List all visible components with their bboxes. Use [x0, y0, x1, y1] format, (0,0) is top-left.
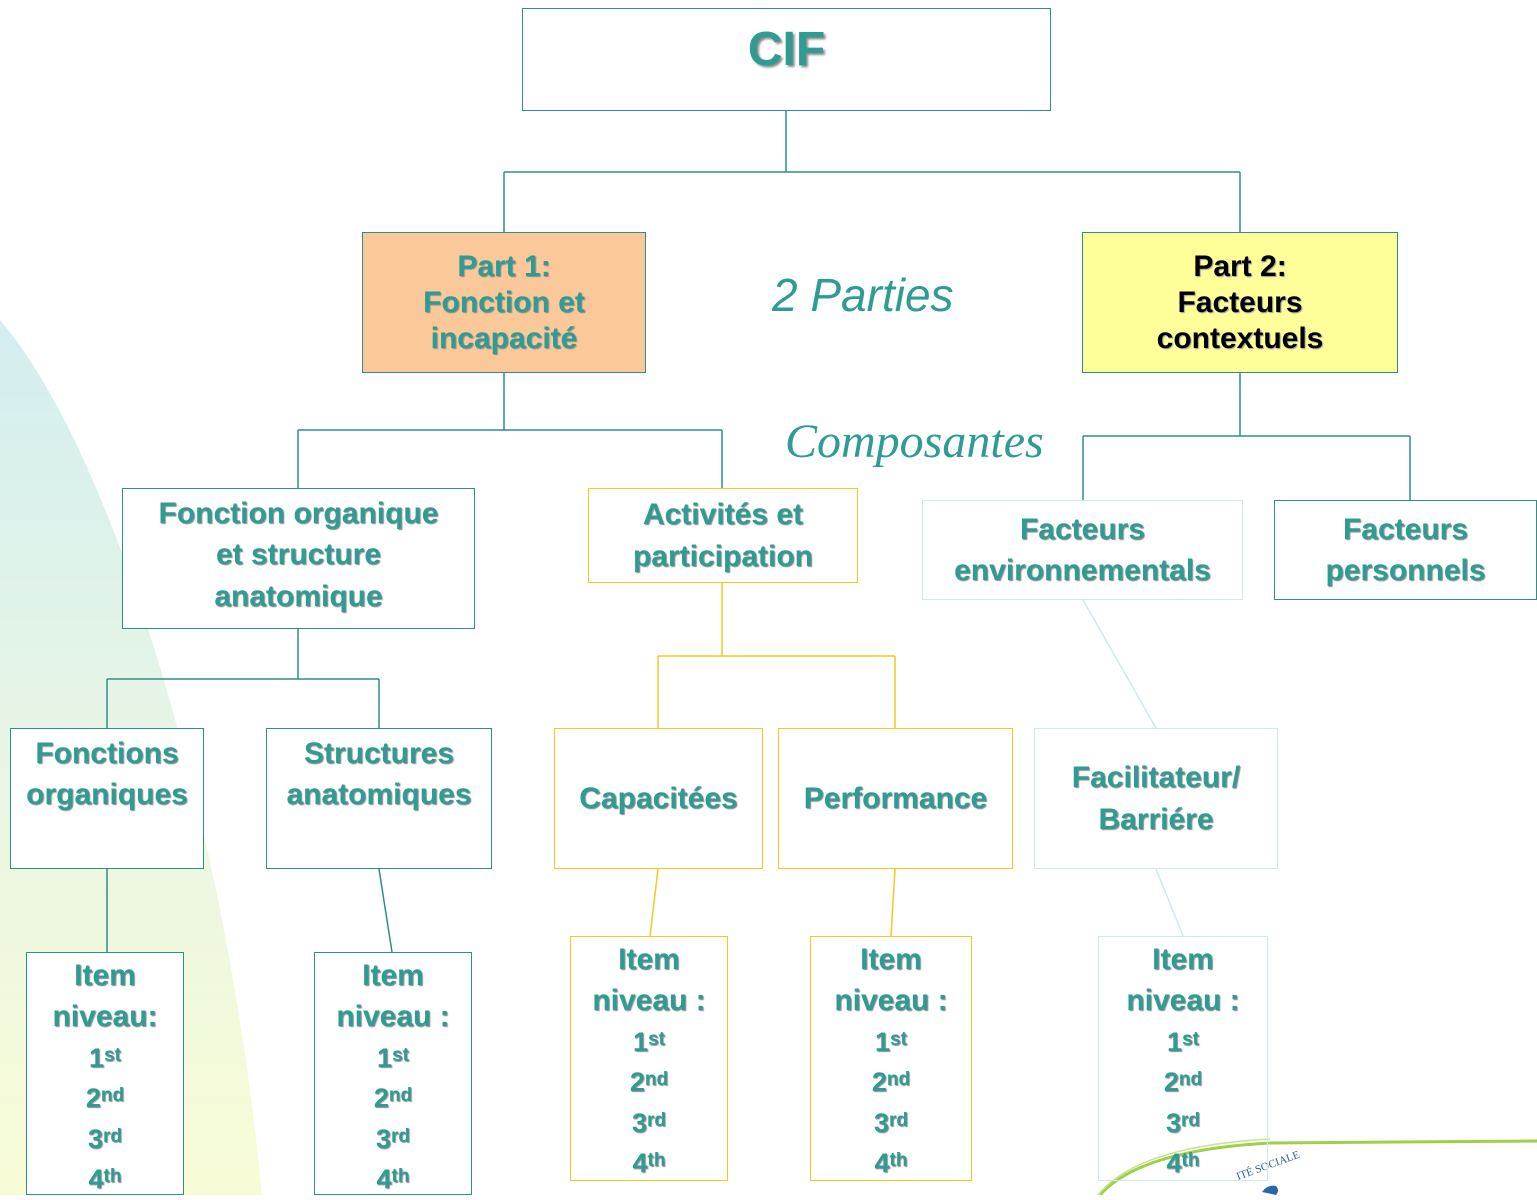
facilitator-level-box: Item niveau : 1st 2nd 3rd 4th	[1098, 936, 1268, 1181]
activities-line2: participation	[632, 539, 813, 573]
facilitator-box: Facilitateur/ Barriére	[1034, 728, 1278, 869]
body-function-line1: Fonction organique	[158, 497, 439, 530]
part1-line2: incapacité	[430, 321, 578, 355]
part2-line2: contextuels	[1156, 321, 1324, 355]
structures-level-box: Item niveau : 1st 2nd 3rd 4th	[314, 952, 472, 1195]
functions-level-line1: Item	[74, 959, 136, 992]
cif-title-box: CIF	[522, 8, 1051, 111]
facilitator-line2: Barriére	[1098, 802, 1214, 836]
level-1st: 1st	[89, 1042, 121, 1073]
capacity-level-line1: Item	[618, 943, 680, 976]
structures-line1: Structures	[303, 737, 455, 770]
level-1st: 1st	[1167, 1026, 1199, 1057]
performance-level-line1: Item	[860, 943, 922, 976]
environmental-box: Facteurs environnementals	[922, 500, 1243, 600]
structures-level-line1: Item	[362, 959, 424, 992]
capacity-level-box: Item niveau : 1st 2nd 3rd 4th	[570, 936, 728, 1181]
level-2nd: 2nd	[85, 1083, 125, 1114]
activities-line1: Activités et	[642, 498, 804, 532]
functions-level-line2: niveau:	[52, 1000, 158, 1034]
structures-line2: anatomiques	[286, 778, 472, 812]
environmental-line1: Facteurs	[1019, 512, 1146, 546]
level-3rd: 3rd	[375, 1123, 411, 1154]
part2-box: Part 2: Facteurs contextuels	[1082, 232, 1398, 373]
activities-box: Activités et participation	[588, 488, 858, 583]
personal-line2: personnels	[1325, 554, 1486, 587]
performance-box: Performance	[778, 728, 1013, 869]
part1-box: Part 1: Fonction et incapacité	[362, 232, 646, 373]
level-2nd: 2nd	[373, 1083, 413, 1114]
capacity-box: Capacitées	[554, 728, 763, 869]
part1-line1: Fonction et	[423, 285, 585, 319]
level-2nd: 2nd	[871, 1067, 911, 1098]
level-1st: 1st	[377, 1042, 409, 1073]
environmental-line2: environnementals	[954, 554, 1211, 587]
part2-line1: Facteurs	[1177, 285, 1303, 319]
body-function-line3: anatomique	[214, 579, 383, 613]
level-4th: 4th	[376, 1164, 410, 1195]
personal-line1: Facteurs	[1342, 512, 1469, 546]
level-2nd: 2nd	[1163, 1067, 1203, 1098]
facilitator-line1: Facilitateur/	[1071, 761, 1241, 795]
part1-heading: Part 1:	[457, 249, 551, 283]
capacity-level-line2: niveau :	[592, 984, 706, 1018]
level-3rd: 3rd	[631, 1107, 667, 1138]
performance-line1: Performance	[803, 781, 988, 815]
level-4th: 4th	[632, 1148, 666, 1179]
functions-box: Fonctions organiques	[10, 728, 204, 869]
performance-level-box: Item niveau : 1st 2nd 3rd 4th	[810, 936, 972, 1181]
part2-heading: Part 2:	[1193, 249, 1287, 283]
level-4th: 4th	[88, 1164, 122, 1195]
performance-level-line2: niveau :	[834, 984, 948, 1018]
personal-box: Facteurs personnels	[1274, 500, 1537, 600]
facilitator-level-line1: Item	[1152, 943, 1214, 976]
level-3rd: 3rd	[873, 1107, 909, 1138]
structures-level-line2: niveau :	[336, 1000, 450, 1034]
cif-title: CIF	[747, 23, 826, 76]
functions-line1: Fonctions	[35, 737, 179, 770]
level-1st: 1st	[875, 1026, 907, 1057]
functions-line2: organiques	[26, 778, 188, 812]
level-4th: 4th	[874, 1148, 908, 1179]
level-3rd: 3rd	[1165, 1107, 1201, 1138]
components-label: Composantes	[785, 415, 1044, 468]
level-2nd: 2nd	[629, 1067, 669, 1098]
facilitator-level-line2: niveau :	[1126, 984, 1240, 1018]
capacity-line1: Capacitées	[579, 781, 738, 815]
level-1st: 1st	[633, 1026, 665, 1057]
body-function-line2: et structure	[215, 538, 382, 572]
parts-label: 2 Parties	[772, 269, 954, 321]
structures-box: Structures anatomiques	[266, 728, 492, 869]
level-3rd: 3rd	[87, 1123, 123, 1154]
level-4th: 4th	[1166, 1148, 1200, 1179]
body-function-box: Fonction organique et structure anatomiq…	[122, 488, 475, 629]
